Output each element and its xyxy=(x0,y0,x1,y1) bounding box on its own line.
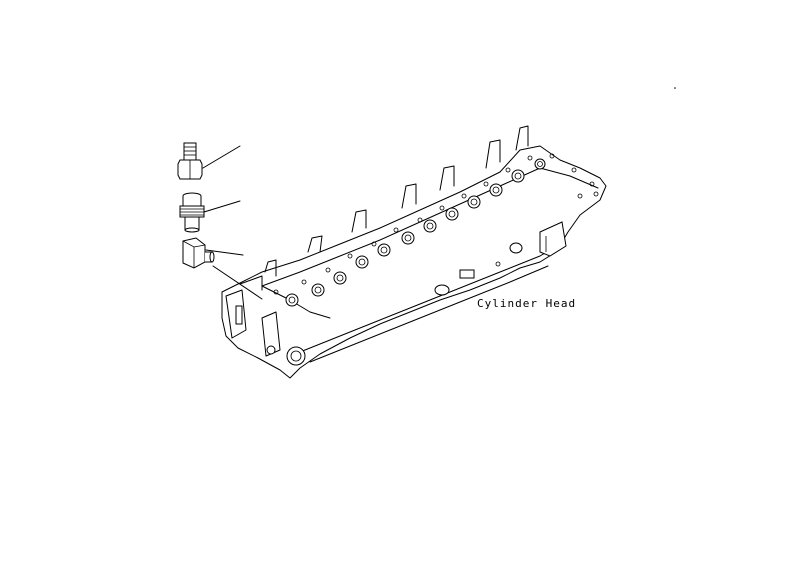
leader-line-2 xyxy=(203,200,241,213)
valve-ports xyxy=(285,158,546,307)
quick-coupler-icon xyxy=(179,192,241,233)
elbow-fitting-icon xyxy=(182,237,263,300)
leader-line-3 xyxy=(205,249,244,256)
straight-fitting-icon xyxy=(177,142,241,180)
leader-line-1 xyxy=(202,145,241,169)
cylinder-head-label: Cylinder Head xyxy=(477,297,577,310)
cylinder-head-icon xyxy=(221,125,607,379)
stray-dot xyxy=(674,87,676,89)
leader-line-4 xyxy=(212,265,263,300)
bolt-holes xyxy=(273,153,595,295)
